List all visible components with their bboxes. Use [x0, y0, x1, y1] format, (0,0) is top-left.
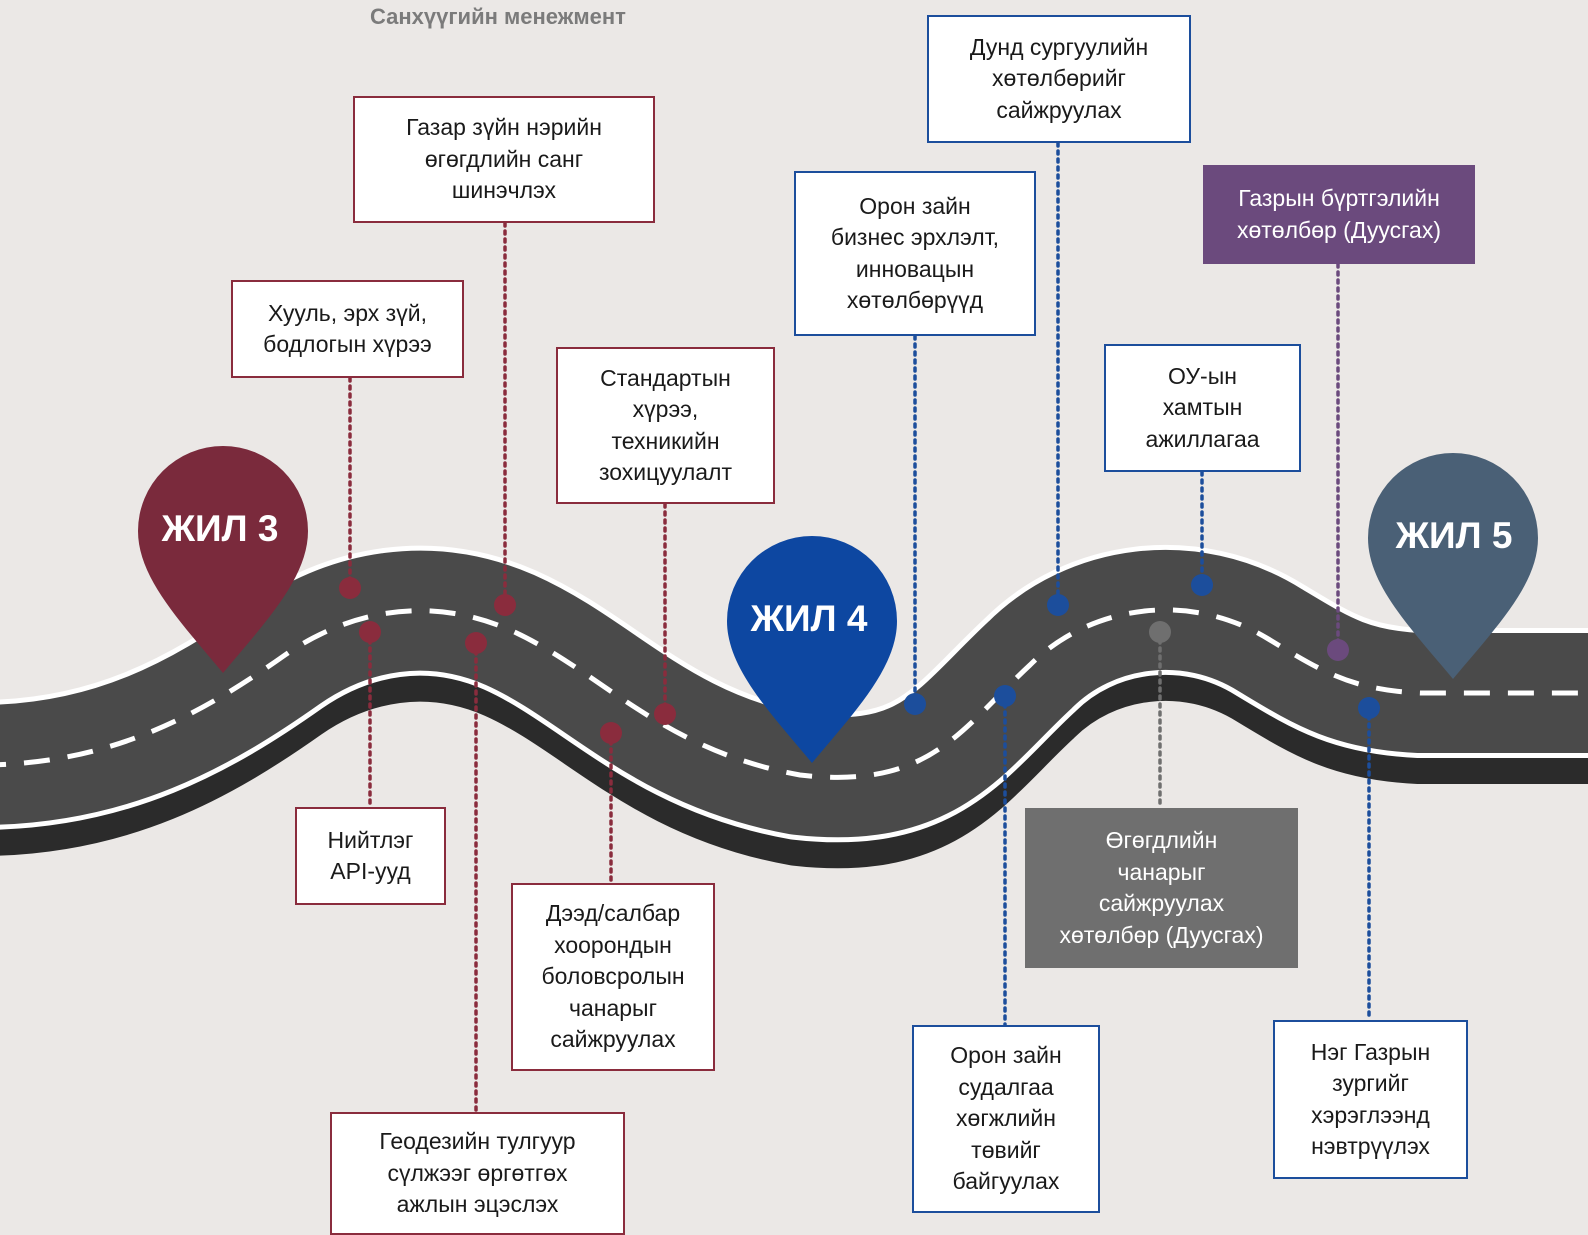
milestone-geonames-db: Газар зүйн нэрийн өгөгдлийн санг шинэчлэ… [353, 96, 655, 223]
dot-land-registry [1327, 639, 1349, 661]
milestone-standards: Стандартын хүрээ, техникийн зохицуулалт [556, 347, 775, 504]
pin-year3 [138, 446, 308, 673]
milestone-spatial-business: Орон зайн бизнес эрхлэлт, инновацын хөтө… [794, 171, 1036, 336]
pin-year5 [1368, 453, 1538, 679]
dot-geodetic-network [465, 632, 487, 654]
milestone-intl-cooperation: ОУ-ын хамтын ажиллагаа [1104, 344, 1301, 472]
milestone-connectors [348, 141, 1371, 1114]
year-pins [138, 446, 1538, 763]
dot-public-api [359, 621, 381, 643]
milestone-geodetic-network: Геодезийн тулгуур сүлжээг өргөтгөх ажлын… [330, 1112, 625, 1235]
milestone-spatial-research: Орон зайн судалгаа хөгжлийн төвийг байгу… [912, 1025, 1100, 1213]
milestone-higher-education: Дээд/салбар хоорондын боловсролын чанары… [511, 883, 715, 1071]
dot-legal-framework [339, 577, 361, 599]
dot-data-quality [1149, 621, 1171, 643]
pin-label-year5: ЖИЛ 5 [1395, 515, 1513, 556]
dot-intl-cooperation [1191, 574, 1213, 596]
milestone-secondary-school: Дунд сургуулийн хөтөлбөрийг сайжруулах [927, 15, 1191, 143]
milestone-legal-framework: Хууль, эрх зүй, бодлогын хүрээ [231, 280, 464, 378]
milestone-data-quality: Өгөгдлийн чанарыг сайжруулах хөтөлбөр (Д… [1025, 808, 1298, 968]
dot-higher-education [600, 722, 622, 744]
dot-geonames-db [494, 594, 516, 616]
pin-label-year3: ЖИЛ 3 [161, 508, 279, 549]
milestone-dots [339, 574, 1380, 744]
section-title: Санхүүгийн менежмент [370, 4, 626, 29]
dot-unified-map [1358, 697, 1380, 719]
milestone-land-registry: Газрын бүртгэлийн хөтөлбөр (Дуусгах) [1203, 165, 1475, 264]
milestone-public-api: Нийтлэг API-ууд [295, 807, 446, 905]
milestone-unified-map: Нэг Газрын зургийг хэрэглээнд нэвтрүүлэх [1273, 1020, 1468, 1179]
pin-label-year4: ЖИЛ 4 [750, 598, 868, 639]
pin-year4 [727, 536, 897, 763]
dot-spatial-research [994, 685, 1016, 707]
road-center-line [0, 607, 1588, 780]
dot-secondary-school [1047, 594, 1069, 616]
road [0, 544, 1588, 869]
dot-standards [654, 703, 676, 725]
dot-spatial-business [904, 693, 926, 715]
